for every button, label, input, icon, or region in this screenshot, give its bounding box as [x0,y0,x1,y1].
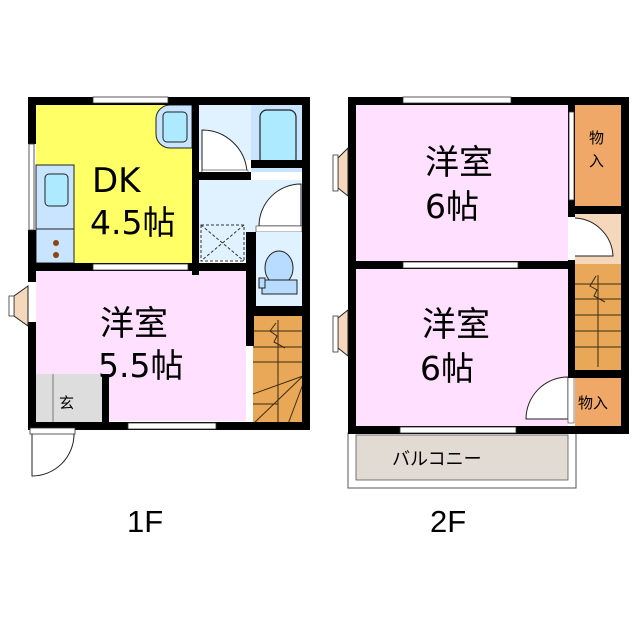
storage-top-label-2: 入 [589,152,604,170]
western-1f-size-label: 5.5帖 [98,346,183,385]
bay-window [337,308,349,358]
storage-top [575,105,621,206]
western-2f-bottom-size-label: 6帖 [420,349,474,388]
western-room-2f-top [356,105,568,261]
window [399,426,517,434]
window [127,422,217,430]
stove-burner-icon [53,252,59,258]
window [402,261,519,269]
western-2f-bottom-label: 洋室 [422,305,490,345]
window [28,143,35,231]
bathtub-icon [259,109,297,167]
floor-1f-label: 1F [127,504,163,539]
stairs-lines [252,320,304,425]
door-arc-icon [574,217,614,257]
stairs-lines [575,275,621,367]
storage-bottom-label: 物入 [578,394,608,412]
entrance-label: 玄 [59,394,74,412]
window [92,96,169,104]
floor-2f-label: 2F [430,504,466,539]
floor-1f [8,96,310,477]
window [92,263,189,271]
entrance-area [36,374,102,424]
stove-burner-icon [53,240,59,246]
western-1f-label: 洋室 [100,304,168,344]
washing-machine-pan-icon [200,224,245,262]
window [402,96,512,104]
dk-label: DK [92,161,142,201]
kitchen-sink-icon [44,173,69,207]
entrance-door[interactable] [29,427,76,435]
dk-size-label: 4.5帖 [90,203,175,242]
bay-window [13,285,29,327]
storage-top-label-1: 物 [589,129,604,147]
closet-door[interactable] [568,111,575,201]
western-2f-top-label: 洋室 [425,143,493,183]
bay-window [337,146,349,198]
door-arc-icon [31,433,75,477]
floor-2f [332,96,629,489]
balcony-label: バルコニー [392,449,482,470]
storage-bottom [575,378,621,426]
western-2f-top-size-label: 6帖 [425,187,479,226]
door-arc-icon [525,376,569,420]
